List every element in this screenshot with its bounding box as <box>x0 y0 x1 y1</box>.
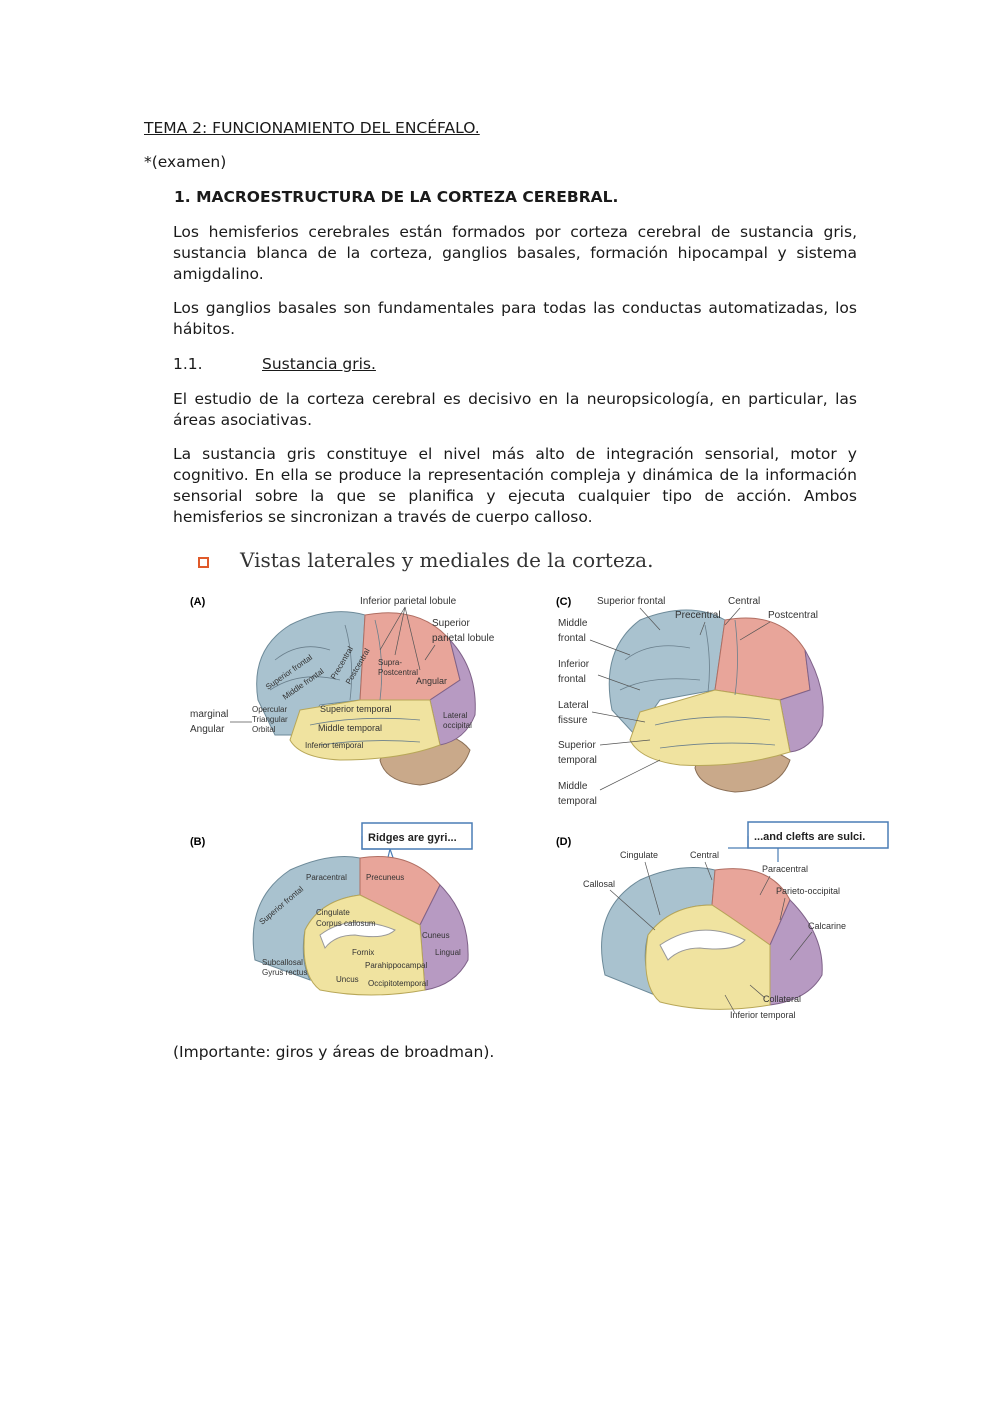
paragraph-cortex-study: El estudio de la corteza cerebral es dec… <box>173 390 857 429</box>
label-d-paracentral: Paracentral <box>762 864 808 874</box>
label-c-postcentral: Postcentral <box>768 610 818 621</box>
label-d-inferior-temporal: Inferior temporal <box>730 1010 796 1020</box>
panel-a-letter: (A) <box>190 596 206 608</box>
label-c-fissure: fissure <box>558 715 588 726</box>
label-d-cingulate: Cingulate <box>620 850 658 860</box>
label-a-angular: Angular <box>416 676 447 686</box>
panel-d: (D) ...and clefts are sulci. Cingulate C… <box>556 821 889 1020</box>
label-a-lateral: Lateral <box>443 711 468 720</box>
document-title: TEMA 2: FUNCIONAMIENTO DEL ENCÉFALO. <box>144 119 480 137</box>
panel-a-leader-lines <box>230 606 436 723</box>
label-b-cuneus: Cuneus <box>422 931 450 940</box>
label-d-collateral: Collateral <box>763 994 801 1004</box>
callout-box-gyri <box>361 822 473 850</box>
panel-b-corpus-callosum <box>319 921 396 950</box>
label-b-cingulate: Cingulate <box>316 908 350 917</box>
label-c-lateral: Lateral <box>558 700 589 711</box>
svg-text:Superior frontal Centr: Superior frontal Central Precentral Post… <box>558 596 821 807</box>
panel-a-temporal-lobe <box>289 699 441 761</box>
label-a-supra: Supra- <box>378 658 402 667</box>
panel-a-sulci <box>269 619 421 746</box>
label-b-gyrus-rectus: Gyrus rectus <box>262 968 307 977</box>
panel-c-letter: (C) <box>556 596 572 608</box>
label-a-parietal-lobule: parietal lobule <box>432 633 495 644</box>
panel-b-limbic <box>303 894 426 996</box>
label-a-inferior: marginal <box>190 709 228 720</box>
paragraph-gray-matter: La sustancia gris constituye el nivel má… <box>173 445 857 526</box>
subsection-heading: 1.1. Sustancia gris. <box>173 355 376 373</box>
panel-b: (B) Ridges are gyri... Paracentral Precu… <box>190 822 473 996</box>
label-b-occipitotemporal: Occipitotemporal <box>368 979 428 988</box>
label-b-uncus: Uncus <box>336 975 359 984</box>
label-a-orbital: Orbital <box>252 725 276 734</box>
callout-box-sulci <box>747 821 889 849</box>
label-b-lingual: Lingual <box>435 948 461 957</box>
panel-a-occipital-lobe <box>429 638 476 746</box>
svg-text:Paracentral Precuneus: Paracentral Precuneus Cingulate Corpus c… <box>262 873 463 988</box>
subsection-title: Sustancia gris. <box>262 355 376 373</box>
label-c-superior-frontal: Superior frontal <box>597 596 665 607</box>
label-d-calcarine: Calcarine <box>808 921 846 931</box>
brain-figure: (A) Inferior parietal lobule Superior pa… <box>190 596 889 1020</box>
label-d-callosal: Callosal <box>583 879 615 889</box>
label-c-frontal-2: frontal <box>558 674 586 685</box>
panel-b-letter: (B) <box>190 836 206 848</box>
label-d-parieto-occipital: Parieto-occipital <box>776 886 840 896</box>
label-b-corpus-callosum: Corpus callosum <box>316 919 376 928</box>
label-c-superior: Superior <box>558 740 596 751</box>
panel-b-occipital <box>419 884 469 991</box>
label-a-inferior-temporal: Inferior temporal <box>305 741 363 750</box>
label-c-inferior: Inferior <box>558 659 590 670</box>
label-b-precuneus: Precuneus <box>366 873 404 882</box>
label-a-occipital: occipital <box>443 721 472 730</box>
label-a-frontal: Angular <box>190 724 225 735</box>
label-a-triangular: Triangular <box>252 715 288 724</box>
panel-d-leader-lines <box>609 861 813 1014</box>
svg-text:Inferior parietal lobule: Inferior parietal lobule Superior pariet… <box>190 596 497 751</box>
panel-c-sulci <box>619 619 776 749</box>
callout-sulci-arrows <box>728 836 779 862</box>
panel-a: (A) Inferior parietal lobule Superior pa… <box>190 596 497 786</box>
label-a-inferior-parietal: Inferior parietal lobule <box>360 596 457 607</box>
label-a-middle-temporal: Middle temporal <box>318 723 382 733</box>
label-c-temporal-2: temporal <box>558 796 597 807</box>
square-bullet-icon <box>198 557 209 568</box>
panel-d-letter: (D) <box>556 836 572 848</box>
panel-c-parietal-lobe <box>714 617 811 701</box>
label-c-temporal: temporal <box>558 755 597 766</box>
exam-note: *(examen) <box>144 153 227 171</box>
panel-c-leader-lines <box>589 607 771 791</box>
figure-title: Vistas laterales y mediales de la cortez… <box>240 548 654 572</box>
label-b-subcallosal: Subcallosal <box>262 958 303 967</box>
panel-c: (C) Superior frontal Central Precentral … <box>556 596 824 807</box>
label-a-marginal: Postcentral <box>378 668 418 677</box>
callout-sulci: ...and clefts are sulci. <box>754 831 865 843</box>
paragraph-hemispheres: Los hemisferios cerebrales están formado… <box>173 223 857 283</box>
subsection-number: 1.1. <box>173 355 203 373</box>
footer-note: (Importante: giros y áreas de broadman). <box>173 1043 495 1061</box>
label-c-central: Central <box>728 596 760 607</box>
section-heading: 1. MACROESTRUCTURA DE LA CORTEZA CEREBRA… <box>174 188 619 206</box>
label-d-central: Central <box>690 850 719 860</box>
label-c-precentral: Precentral <box>675 610 721 621</box>
label-c-middle-2: Middle <box>558 781 588 792</box>
label-a-superior-temporal: Superior temporal <box>320 704 392 714</box>
paragraph-basal-ganglia: Los ganglios basales son fundamentales p… <box>173 299 857 338</box>
label-b-paracentral: Paracentral <box>306 873 347 882</box>
label-b-parahippocampal: Parahippocampal <box>365 961 427 970</box>
label-c-frontal: frontal <box>558 633 586 644</box>
label-b-fornix: Fornix <box>352 948 374 957</box>
label-a-opercular: Opercular <box>252 705 287 714</box>
label-c-middle: Middle <box>558 618 588 629</box>
label-a-superior: Superior <box>432 618 470 629</box>
panel-d-limbic <box>645 904 771 1010</box>
panel-d-corpus-callosum <box>659 929 746 961</box>
svg-text:Cingulate Central: Cingulate Central Paracentral Callosal P… <box>583 850 849 1020</box>
callout-gyri: Ridges are gyri... <box>368 832 457 844</box>
